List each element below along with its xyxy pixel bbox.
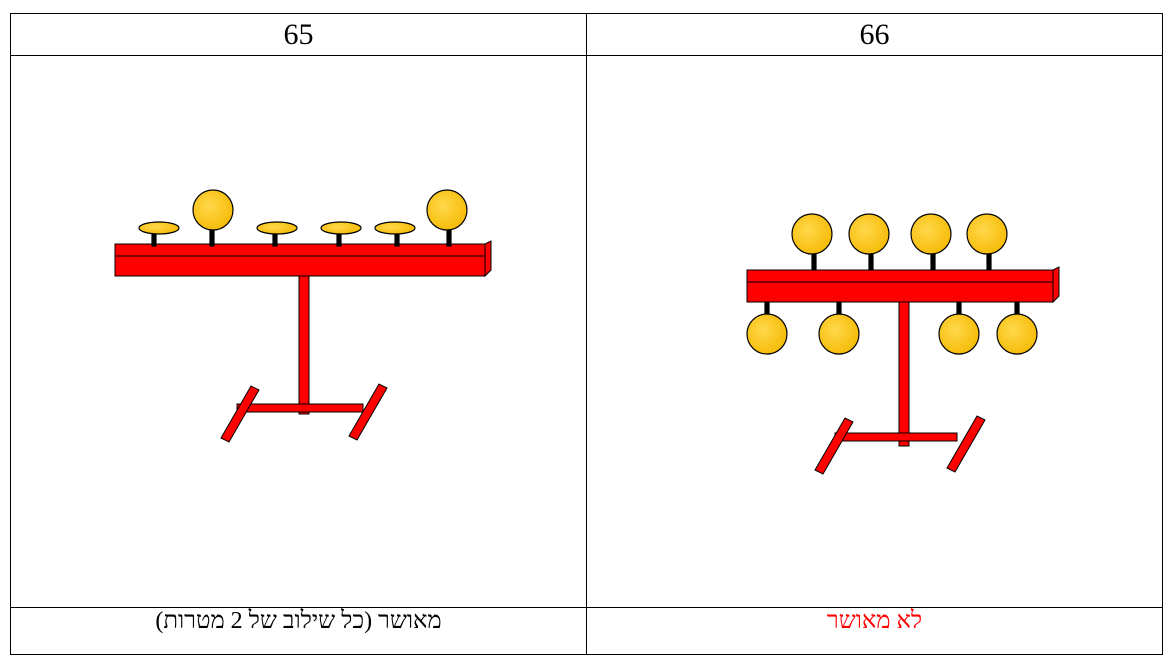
target-stand-eight-plates-icon xyxy=(587,56,1159,607)
image-row xyxy=(11,56,1163,608)
caption-left: מאושר (כל שילוב של 2 מטרות) xyxy=(11,608,587,655)
target-stand-six-plates-icon xyxy=(11,56,591,607)
number-row: 65 66 xyxy=(11,14,1163,56)
targets-table: 65 66 xyxy=(10,13,1163,655)
caption-right: לא מאושר xyxy=(587,608,1163,655)
image-cell-left xyxy=(11,56,587,608)
target-number-left: 65 xyxy=(11,14,587,56)
image-cell-right xyxy=(587,56,1163,608)
target-number-right: 66 xyxy=(587,14,1163,56)
caption-row: מאושר (כל שילוב של 2 מטרות) לא מאושר xyxy=(11,608,1163,655)
